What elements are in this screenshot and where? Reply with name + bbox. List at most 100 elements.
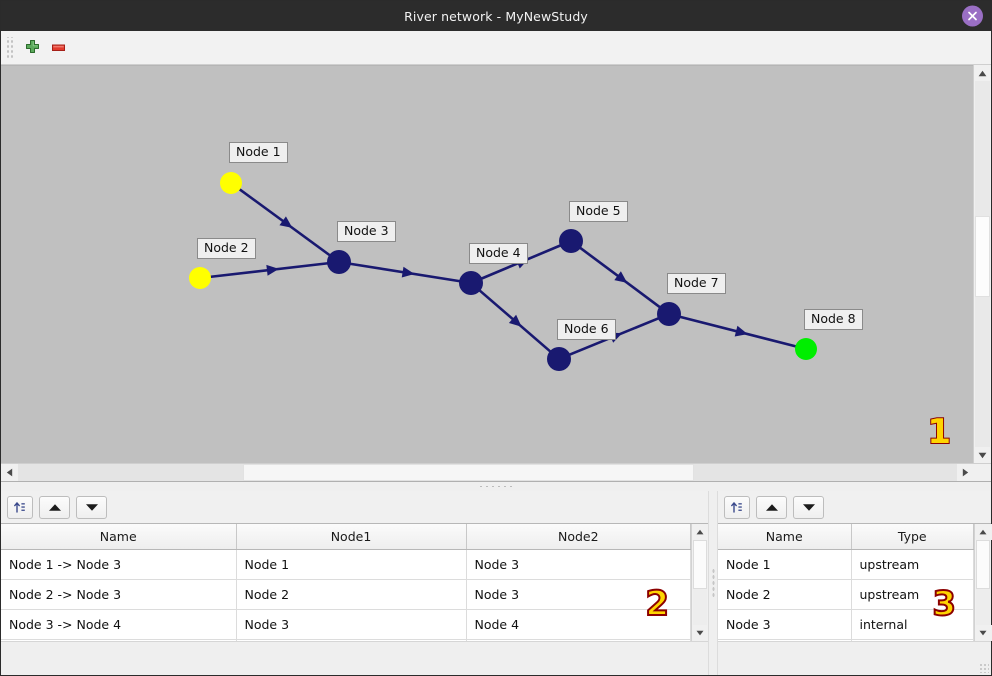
- edge-layer: [209, 187, 797, 357]
- scroll-up-icon[interactable]: [691, 524, 709, 540]
- graph-node-label-node-6[interactable]: Node 6: [557, 319, 616, 340]
- table-cell[interactable]: Node 2: [718, 579, 852, 610]
- table-cell[interactable]: Node 3: [466, 549, 692, 580]
- window-resize-grip-icon[interactable]: [979, 663, 989, 673]
- reaches-scroll-track[interactable]: [693, 540, 708, 625]
- table-cell[interactable]: Node 1: [718, 549, 852, 580]
- nodes-scroll-track[interactable]: [976, 540, 990, 625]
- graph-horizontal-scroll-track[interactable]: [18, 464, 957, 481]
- graph-node-label-node-1[interactable]: Node 1: [229, 142, 288, 163]
- scroll-down-icon[interactable]: [974, 625, 992, 641]
- remove-minus-icon[interactable]: [45, 35, 71, 61]
- sort-ascending-icon[interactable]: [7, 495, 33, 519]
- table-cell[interactable]: upstream: [851, 579, 974, 610]
- graph-vertical-scroll-track[interactable]: [975, 81, 990, 447]
- scroll-down-icon[interactable]: [691, 625, 709, 641]
- reaches-vertical-scrollbar[interactable]: [691, 524, 709, 641]
- column-header-type[interactable]: Type: [851, 524, 974, 550]
- scroll-down-icon[interactable]: [974, 447, 991, 463]
- graph-node-node-8[interactable]: [795, 338, 817, 360]
- table-cell[interactable]: internal: [851, 639, 974, 641]
- table-cell[interactable]: Node 5: [466, 639, 692, 641]
- nodes-vertical-scrollbar[interactable]: [974, 524, 992, 641]
- graph-node-label-node-5[interactable]: Node 5: [569, 201, 628, 222]
- graph-node-label-node-8[interactable]: Node 8: [804, 309, 863, 330]
- node-layer: [189, 172, 817, 371]
- table-cell[interactable]: internal: [851, 609, 974, 640]
- column-header-name[interactable]: Name: [1, 524, 237, 550]
- table-cell[interactable]: upstream: [851, 549, 974, 580]
- title-bar: River network - MyNewStudy: [1, 1, 991, 31]
- network-graph-svg: [189, 172, 817, 371]
- scroll-up-icon[interactable]: [974, 65, 991, 81]
- column-header-name[interactable]: Name: [718, 524, 852, 550]
- graph-node-label-node-4[interactable]: Node 4: [469, 243, 528, 264]
- table-cell[interactable]: Node 4 -> Node 5: [1, 639, 237, 641]
- table-cell[interactable]: Node 4: [236, 639, 467, 641]
- table-cell[interactable]: Node 2 -> Node 3: [1, 579, 237, 610]
- table-cell[interactable]: Node 3 -> Node 4: [1, 609, 237, 640]
- graph-edge-arrow-icon: [266, 264, 279, 276]
- network-canvas[interactable]: Node 1 Node 2 Node 3 Node 4 Node 5 Node 6 Node…: [1, 65, 973, 463]
- graph-node-label-node-2[interactable]: Node 2: [197, 238, 256, 259]
- table-cell[interactable]: Node 1 -> Node 3: [1, 549, 237, 580]
- nodes-toolbar: [718, 491, 991, 523]
- graph-vertical-scroll-thumb[interactable]: [975, 216, 990, 297]
- move-down-icon[interactable]: [793, 495, 824, 519]
- table-cell[interactable]: Node 4: [466, 609, 692, 640]
- table-row[interactable]: Node 4internal: [718, 639, 974, 641]
- graph-vertical-scrollbar[interactable]: [973, 65, 991, 463]
- graph-node-node-4[interactable]: [459, 271, 483, 295]
- add-plus-icon[interactable]: [19, 35, 45, 61]
- graph-node-label-node-7[interactable]: Node 7: [667, 273, 726, 294]
- vertical-splitter[interactable]: [708, 491, 718, 675]
- table-cell[interactable]: Node 2: [236, 579, 467, 610]
- graph-node-node-6[interactable]: [547, 347, 571, 371]
- horizontal-splitter[interactable]: [1, 481, 991, 491]
- table-cell[interactable]: Node 3: [236, 609, 467, 640]
- sort-ascending-icon[interactable]: [724, 495, 750, 519]
- splitter-grip-icon: [478, 485, 514, 488]
- reaches-scroll-thumb[interactable]: [693, 540, 708, 590]
- move-up-icon[interactable]: [39, 495, 70, 519]
- scroll-up-icon[interactable]: [974, 524, 992, 540]
- table-cell[interactable]: Node 3: [466, 579, 692, 610]
- scroll-right-icon[interactable]: [957, 464, 974, 481]
- column-header-node1[interactable]: Node1: [236, 524, 467, 550]
- table-cell[interactable]: Node 1: [236, 549, 467, 580]
- nodes-scroll-thumb[interactable]: [976, 540, 990, 590]
- nodes-footer: [718, 641, 991, 675]
- table-cell[interactable]: Node 4: [718, 639, 852, 641]
- graph-edge-arrow-icon: [614, 271, 628, 283]
- graph-node-node-5[interactable]: [559, 229, 583, 253]
- toolbar-drag-handle[interactable]: [5, 36, 13, 59]
- close-icon[interactable]: [962, 5, 983, 27]
- column-header-node2[interactable]: Node2: [466, 524, 692, 550]
- graph-node-node-1[interactable]: [220, 172, 242, 194]
- network-diagram-panel: Node 1 Node 2 Node 3 Node 4 Node 5 Node 6 Node…: [1, 65, 991, 463]
- move-down-icon[interactable]: [76, 495, 107, 519]
- move-up-icon[interactable]: [756, 495, 787, 519]
- graph-node-node-3[interactable]: [327, 250, 351, 274]
- table-cell[interactable]: Node 3: [718, 609, 852, 640]
- graph-node-node-2[interactable]: [189, 267, 211, 289]
- graph-node-node-7[interactable]: [657, 302, 681, 326]
- graph-horizontal-scrollbar[interactable]: [1, 463, 991, 481]
- scroll-left-icon[interactable]: [1, 464, 18, 481]
- graph-node-label-node-3[interactable]: Node 3: [337, 221, 396, 242]
- graph-horizontal-scroll-thumb[interactable]: [243, 464, 695, 481]
